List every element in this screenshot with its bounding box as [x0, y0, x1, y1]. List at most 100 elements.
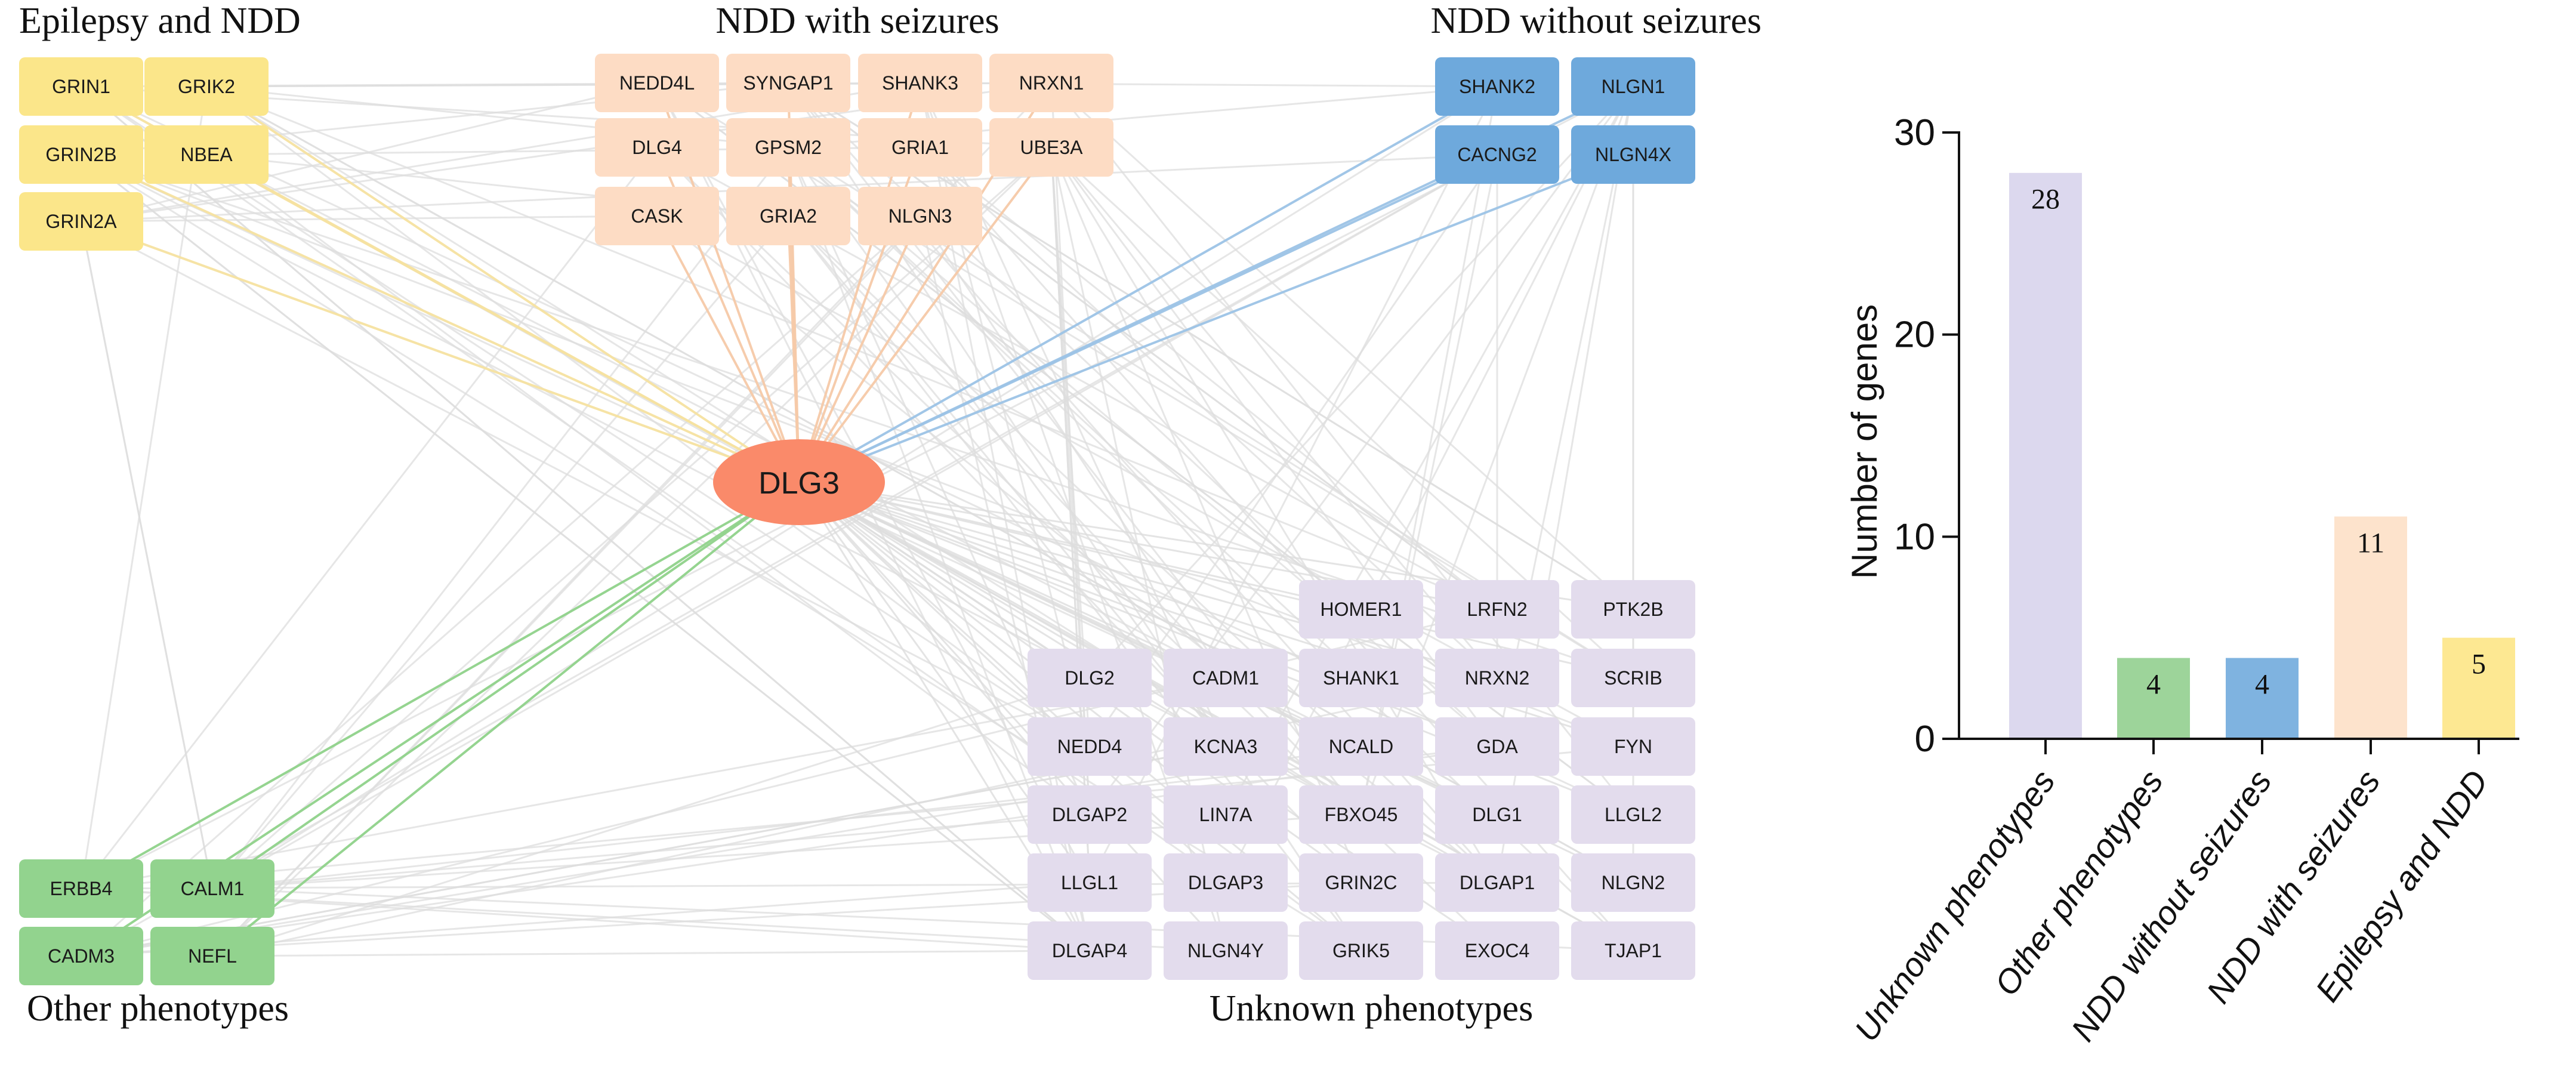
gene-label: DLG4: [632, 137, 682, 158]
gene-node-cask[interactable]: CASK: [595, 187, 719, 245]
gene-node-scrib[interactable]: SCRIB: [1571, 649, 1695, 707]
gene-node-fbxo45[interactable]: FBXO45: [1299, 785, 1423, 844]
gene-node-lin7a[interactable]: LIN7A: [1164, 785, 1288, 844]
hub-ellipse: [713, 439, 885, 525]
gene-node-dlg4[interactable]: DLG4: [595, 118, 719, 177]
gene-node-grik2[interactable]: GRIK2: [144, 57, 269, 116]
gene-node-box: [144, 57, 269, 116]
gene-node-nlgn2[interactable]: NLGN2: [1571, 853, 1695, 912]
gene-node-box: [1571, 57, 1695, 116]
interaction-edge: [656, 215, 1498, 884]
gene-label: FBXO45: [1325, 804, 1398, 825]
bar-unknown-phenotypes: [2009, 172, 2082, 739]
gene-node-calm1[interactable]: CALM1: [150, 859, 274, 918]
gene-node-box: [1164, 853, 1288, 912]
gene-node-dlgap4[interactable]: DLGAP4: [1028, 921, 1152, 980]
gene-node-nlgn1[interactable]: NLGN1: [1571, 57, 1695, 116]
bar-value-label: 28: [2031, 184, 2060, 215]
interaction-edge: [81, 745, 1226, 957]
gene-label: EXOC4: [1465, 940, 1529, 961]
gene-label: NEDD4L: [619, 72, 695, 94]
gene-node-llgl1[interactable]: LLGL1: [1028, 853, 1152, 912]
interaction-edge: [656, 82, 1634, 679]
gene-node-nlgn3[interactable]: NLGN3: [858, 187, 982, 245]
hub-edge-shank1: [798, 481, 1362, 679]
gene-node-dlgap3[interactable]: DLGAP3: [1164, 853, 1288, 912]
gene-node-box: [726, 118, 850, 177]
gene-node-cacng2[interactable]: CACNG2: [1435, 125, 1559, 184]
gene-node-box: [1571, 580, 1695, 639]
gene-node-gpsm2[interactable]: GPSM2: [726, 118, 850, 177]
gene-node-shank3[interactable]: SHANK3: [858, 54, 982, 112]
gene-node-nedd4[interactable]: NEDD4: [1028, 717, 1152, 776]
gene-node-box: [1028, 853, 1152, 912]
gene-node-gda[interactable]: GDA: [1435, 717, 1559, 776]
gene-node-dlg2[interactable]: DLG2: [1028, 649, 1152, 707]
gene-node-shank1[interactable]: SHANK1: [1299, 649, 1423, 707]
hub-edge-erbb4: [81, 481, 800, 890]
gene-node-gria1[interactable]: GRIA1: [858, 118, 982, 177]
gene-node-grin1[interactable]: GRIN1: [19, 57, 143, 116]
gene-node-kcna3[interactable]: KCNA3: [1164, 717, 1288, 776]
group-title-other: Other phenotypes: [27, 988, 289, 1029]
gene-node-ncald[interactable]: NCALD: [1299, 717, 1423, 776]
hub-edge-ube3a: [798, 146, 1053, 483]
interaction-edge: [211, 147, 789, 889]
gene-node-nrxn1[interactable]: NRXN1: [989, 54, 1113, 112]
gene-node-box: [595, 54, 719, 112]
gene-node-cadm3[interactable]: CADM3: [19, 927, 143, 985]
interaction-edge: [1088, 154, 1498, 747]
gene-node-ptk2b[interactable]: PTK2B: [1571, 580, 1695, 639]
interaction-edge: [211, 146, 1053, 957]
gene-label: SHANK2: [1459, 76, 1535, 97]
gene-node-nedd4l[interactable]: NEDD4L: [595, 54, 719, 112]
gene-node-ube3a[interactable]: UBE3A: [989, 118, 1113, 177]
hub-edge-nrxn2: [798, 481, 1498, 679]
gene-label: NEDD4: [1057, 736, 1122, 757]
group-title-ndd-without-seizures: NDD without seizures: [1431, 1, 1761, 41]
gene-node-gria2[interactable]: GRIA2: [726, 187, 850, 245]
interaction-edge: [81, 85, 1090, 748]
gene-node-dlgap1[interactable]: DLGAP1: [1435, 853, 1559, 912]
gene-node-grin2a[interactable]: GRIN2A: [19, 192, 143, 251]
hub-edge-nlgn3: [798, 215, 921, 483]
gene-node-llgl2[interactable]: LLGL2: [1571, 785, 1695, 844]
interaction-edge: [787, 147, 1227, 747]
bar-ndd-with-seizures: [2334, 516, 2407, 739]
gene-node-nlgn4x[interactable]: NLGN4X: [1571, 125, 1695, 184]
gene-node-nefl[interactable]: NEFL: [150, 927, 274, 985]
gene-node-tjap1[interactable]: TJAP1: [1571, 921, 1695, 980]
gene-node-grin2b[interactable]: GRIN2B: [19, 125, 143, 184]
x-category-label: Unknown phenotypes: [1847, 763, 2062, 1048]
gene-node-box: [1299, 649, 1423, 707]
gene-node-syngap1[interactable]: SYNGAP1: [726, 54, 850, 112]
gene-label: SHANK3: [882, 72, 958, 94]
gene-node-dlgap2[interactable]: DLGAP2: [1028, 785, 1152, 844]
gene-node-lrfn2[interactable]: LRFN2: [1435, 580, 1559, 639]
gene-node-grik5[interactable]: GRIK5: [1299, 921, 1423, 980]
gene-node-homer1[interactable]: HOMER1: [1299, 580, 1423, 639]
gene-node-erbb4[interactable]: ERBB4: [19, 859, 143, 918]
bar-epilepsy-and-ndd: [2442, 637, 2515, 739]
gene-node-cadm1[interactable]: CADM1: [1164, 649, 1288, 707]
gene-node-grin2c[interactable]: GRIN2C: [1299, 853, 1423, 912]
gene-node-shank2[interactable]: SHANK2: [1435, 57, 1559, 116]
gene-node-box: [1299, 580, 1423, 639]
gene-node-nlgn4y[interactable]: NLGN4Y: [1164, 921, 1288, 980]
gene-label: FYN: [1614, 736, 1652, 757]
gene-node-nrxn2[interactable]: NRXN2: [1435, 649, 1559, 707]
gene-node-nbea[interactable]: NBEA: [144, 125, 269, 184]
hub-edge-grik2: [205, 85, 800, 483]
gene-label: LLGL1: [1061, 872, 1118, 893]
gene-node-box: [1028, 649, 1152, 707]
gene-node-box: [150, 927, 274, 985]
gene-node-fyn[interactable]: FYN: [1571, 717, 1695, 776]
gene-label: NEFL: [188, 945, 237, 967]
gene-label: PTK2B: [1603, 599, 1663, 620]
gene-node-dlg1[interactable]: DLG1: [1435, 785, 1559, 844]
gene-node-exoc4[interactable]: EXOC4: [1435, 921, 1559, 980]
gene-node-box: [1299, 717, 1423, 776]
gene-node-box: [150, 859, 274, 918]
gene-label: DLG2: [1065, 667, 1115, 689]
